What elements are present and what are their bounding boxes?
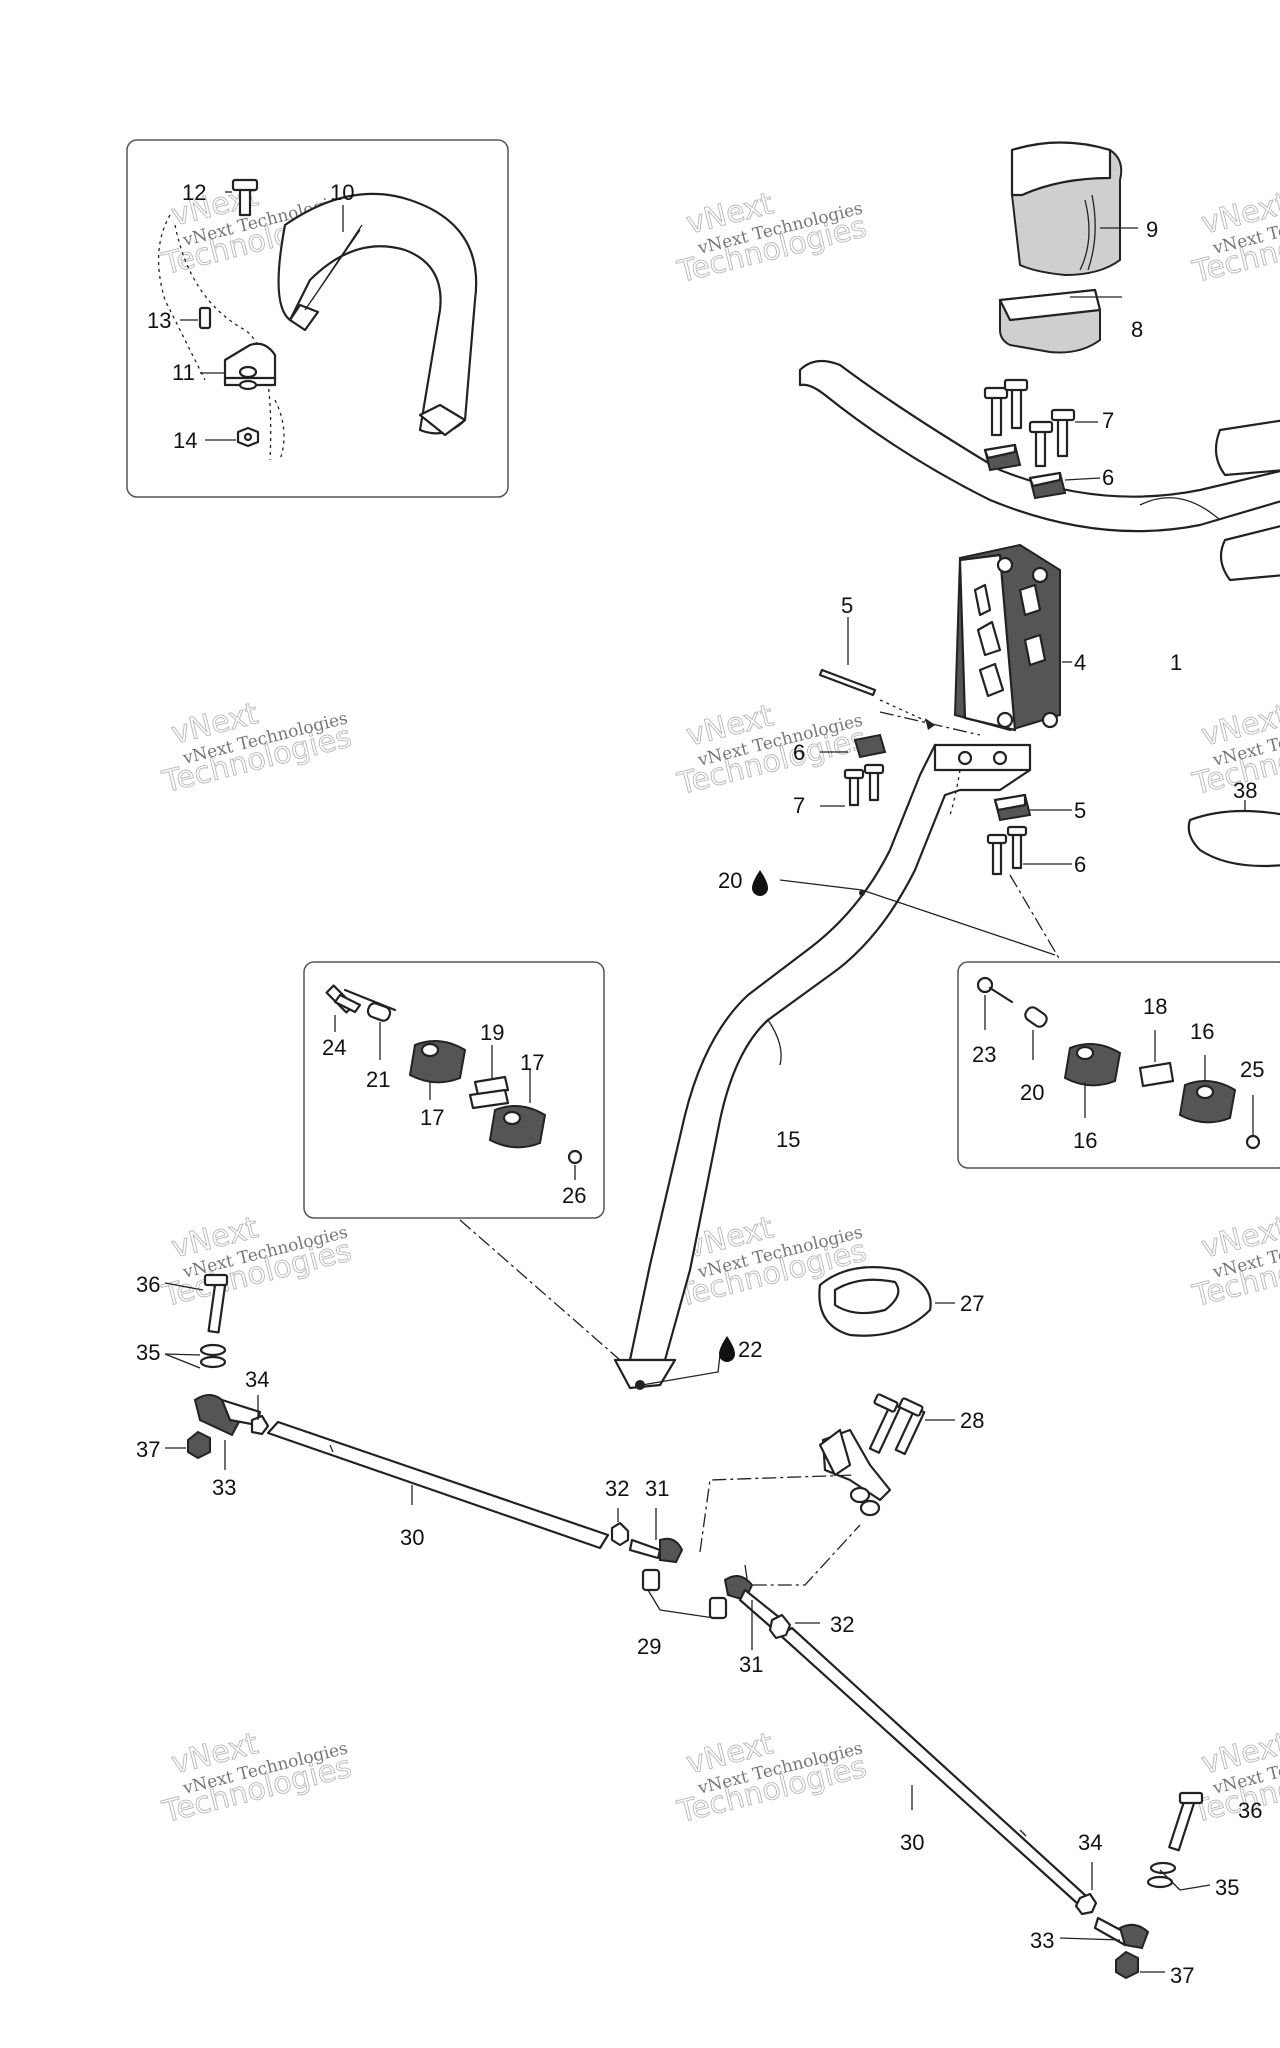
callout-7: 7 <box>1102 408 1114 433</box>
callout-21: 21 <box>366 1067 390 1092</box>
callout-11: 11 <box>172 360 195 385</box>
steering-column-15 <box>613 743 1032 1390</box>
lower-clamp-fasteners <box>820 711 1072 961</box>
callout-20: 20 <box>718 868 742 893</box>
callout-37: 37 <box>1170 1963 1194 1988</box>
callout-34: 34 <box>245 1367 269 1392</box>
oil-drop-icon <box>752 870 768 896</box>
callout-5: 5 <box>841 593 853 618</box>
callout-27: 27 <box>960 1291 984 1316</box>
watermark: vNext Technologies vNext Technologies <box>673 186 870 291</box>
cover-27 <box>818 1266 955 1337</box>
callout-24: 24 <box>322 1035 346 1060</box>
tie-rod-left-30 <box>164 1273 684 1564</box>
callout-31: 31 <box>739 1652 763 1677</box>
inset-bushing-left <box>303 961 605 1219</box>
clamp-11 <box>223 342 277 382</box>
inset-handlebar-pad <box>126 139 509 498</box>
pin-5 <box>818 617 936 730</box>
callout-36: 36 <box>136 1272 160 1297</box>
callout-10: 10 <box>330 180 354 205</box>
callout-32: 32 <box>830 1612 854 1637</box>
callout-30: 30 <box>400 1525 424 1550</box>
callout-33: 33 <box>1030 1928 1054 1953</box>
callout-6: 6 <box>1074 852 1086 877</box>
callout-35: 35 <box>1215 1875 1239 1900</box>
watermark: vNext Technologies vNext Technologies <box>1188 698 1280 803</box>
watermark: vNext Technologies vNext Technologies <box>1188 1210 1280 1315</box>
callout-38: 38 <box>1233 778 1257 803</box>
callout-30: 30 <box>900 1830 924 1855</box>
callout-35: 35 <box>136 1340 160 1365</box>
pitman-arm-28 <box>699 1393 955 1586</box>
watermark: vNext Technologies vNext Technologies <box>1188 186 1280 291</box>
callout-32: 32 <box>605 1476 629 1501</box>
tie-rod-right-30 <box>641 1568 1211 1980</box>
callout-labels: 1 4 5 5 6 6 6 7 7 8 9 10 11 12 13 14 15 … <box>136 180 1264 1988</box>
oil-drop-icon <box>719 1336 735 1362</box>
callout-22: 22 <box>738 1337 762 1362</box>
watermark: vNext Technologies vNext Technologies <box>1188 1726 1280 1831</box>
steering-riser-4 <box>953 543 1072 732</box>
callout-17: 17 <box>520 1050 544 1075</box>
handlebar-pad-assembly <box>157 178 478 461</box>
callout-34: 34 <box>1078 1830 1102 1855</box>
watermark: vNext Technologies vNext Technologies <box>673 1726 870 1831</box>
callout-16: 16 <box>1073 1128 1097 1153</box>
watermark: vNext Technologies vNext Technologies <box>158 696 355 801</box>
callout-15: 15 <box>776 1127 800 1152</box>
callout-7: 7 <box>793 793 805 818</box>
callout-12: 12 <box>182 180 206 205</box>
callout-16: 16 <box>1190 1019 1214 1044</box>
callout-23: 23 <box>972 1042 996 1067</box>
callout-29: 29 <box>637 1634 661 1659</box>
callout-6: 6 <box>793 740 805 765</box>
callout-19: 19 <box>480 1020 504 1045</box>
plate-38 <box>1187 800 1280 868</box>
callout-9: 9 <box>1146 217 1158 242</box>
callout-18: 18 <box>1143 994 1167 1019</box>
callout-31: 31 <box>645 1476 669 1501</box>
callout-6: 6 <box>1102 465 1114 490</box>
callout-25: 25 <box>1240 1057 1264 1082</box>
inset-bushing-right <box>957 961 1280 1169</box>
callout-4: 4 <box>1074 650 1086 675</box>
callout-1: 1 <box>1170 650 1182 675</box>
callout-14: 14 <box>173 428 197 453</box>
bushing-assembly-left <box>325 984 621 1361</box>
watermark: vNext Technologies vNext Technologies <box>158 1726 355 1831</box>
sleeve-13 <box>198 306 212 330</box>
callout-13: 13 <box>147 308 171 333</box>
callout-8: 8 <box>1131 317 1143 342</box>
callout-26: 26 <box>562 1183 586 1208</box>
callout-17: 17 <box>420 1105 444 1130</box>
upper-clamp-fasteners <box>983 227 1138 500</box>
watermark: vNext Technologies vNext Technologies <box>158 1210 355 1315</box>
lube-point-20 <box>779 879 1056 956</box>
bushing-assembly-right <box>976 976 1261 1150</box>
handlebar-grip <box>1214 419 1280 477</box>
watermark: vNext Technologies vNext Technologies <box>673 698 870 803</box>
callout-5: 5 <box>1074 798 1086 823</box>
callout-37: 37 <box>136 1437 160 1462</box>
callout-36: 36 <box>1238 1798 1262 1823</box>
callout-33: 33 <box>212 1475 236 1500</box>
lube-point-22 <box>641 1354 721 1386</box>
callout-28: 28 <box>960 1408 984 1433</box>
callout-20: 20 <box>1020 1080 1044 1105</box>
